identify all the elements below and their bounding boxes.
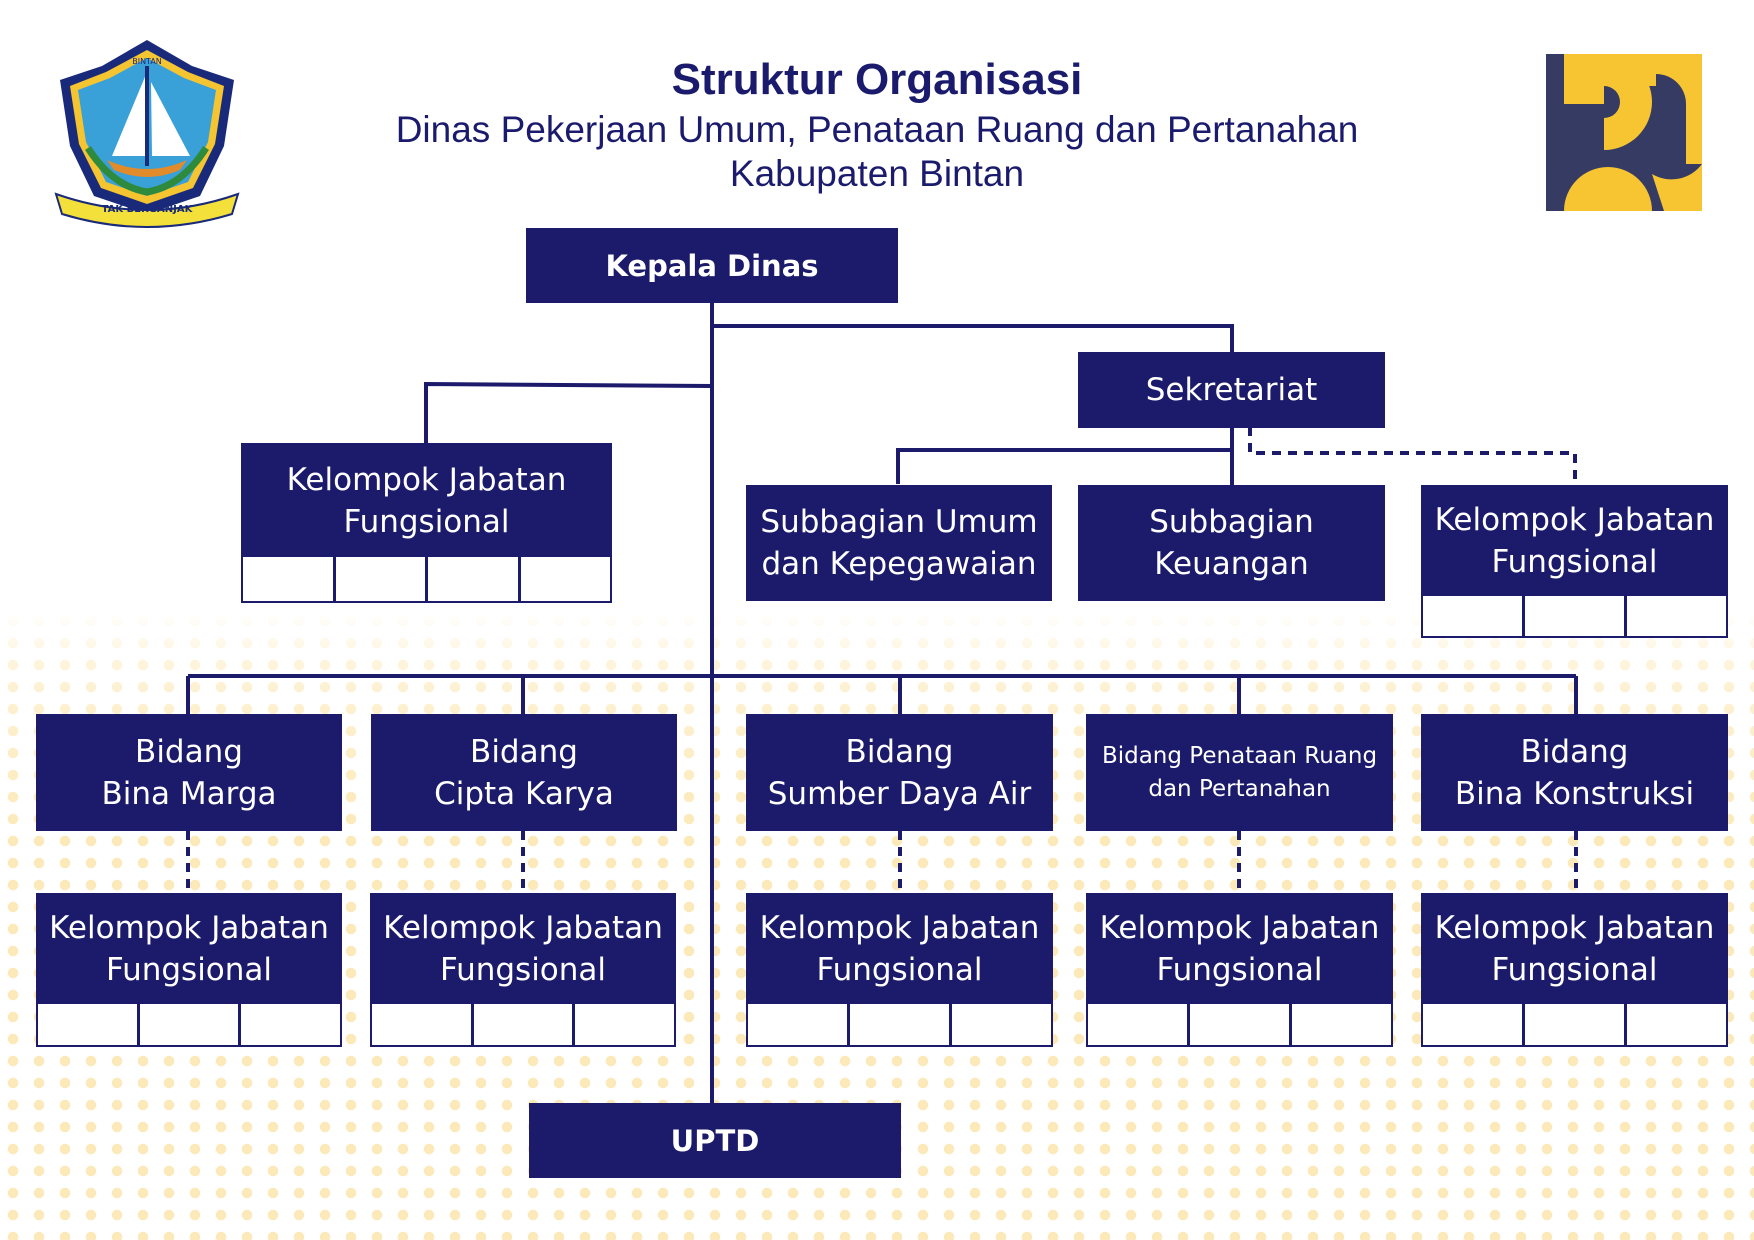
kjf-line1: Kelompok Jabatan [49, 910, 329, 946]
bidang-line1: Bidang [845, 733, 954, 770]
kepala-dinas-label: Kepala Dinas [605, 248, 819, 283]
kjf-line2: Fungsional [1491, 952, 1658, 988]
kjf-sekretariat-line2: Fungsional [1491, 544, 1658, 580]
subbag-keuangan-line2: Keuangan [1154, 546, 1309, 582]
kjf-bidang-slots [746, 1004, 1053, 1047]
kjf-line2: Fungsional [1156, 952, 1323, 988]
bidang-line2: Cipta Karya [434, 775, 614, 812]
kjf-slot [1525, 1004, 1627, 1045]
kjf-slot [1627, 596, 1726, 636]
kjf-slot [575, 1004, 674, 1045]
bidang-line1: Bidang Penataan Ruang [1101, 742, 1378, 769]
bidang-line2: Bina Konstruksi [1454, 775, 1695, 812]
kjf-bidang-slots [1086, 1004, 1393, 1047]
kjf-slot [952, 1004, 1051, 1045]
kjf-slot [850, 1004, 952, 1045]
kjf-bidang-box: Kelompok Jabatan Fungsional [746, 893, 1053, 1005]
kjf-slot [474, 1004, 576, 1045]
kjf-slot [1525, 596, 1627, 636]
kjf-slot [428, 557, 521, 601]
bidang-line1: Bidang [470, 733, 578, 770]
kjf-pusat-line1: Kelompok Jabatan [286, 462, 567, 498]
kjf-bidang-box: Kelompok Jabatan Fungsional [370, 893, 676, 1005]
kjf-line1: Kelompok Jabatan [1099, 910, 1380, 946]
kjf-bidang-slots [36, 1004, 342, 1047]
subbag-umum-line1: Subbagian Umum [760, 504, 1038, 540]
page-header: Struktur Organisasi Dinas Pekerjaan Umum… [0, 52, 1754, 196]
kjf-slot [1088, 1004, 1190, 1045]
kjf-slot [38, 1004, 140, 1045]
bidang-line2: dan Pertanahan [1148, 775, 1331, 802]
subbag-keuangan-line1: Subbagian [1149, 504, 1314, 540]
bidang-line2: Sumber Daya Air [767, 775, 1032, 812]
kjf-bidang-box: Kelompok Jabatan Fungsional [36, 893, 342, 1005]
kjf-sekretariat-slots [1421, 596, 1728, 638]
kjf-slot [1627, 1004, 1726, 1045]
uptd-label: UPTD [670, 1123, 760, 1158]
kjf-slot [140, 1004, 242, 1045]
page-subtitle-line2: Kabupaten Bintan [729, 153, 1025, 194]
pu-logo-icon [1546, 54, 1702, 211]
bidang-cipta-karya-box: Bidang Cipta Karya [371, 714, 677, 831]
kjf-slot [1423, 596, 1525, 636]
emblem-banner-text: BINTAN [132, 57, 162, 66]
page-title: Struktur Organisasi [671, 55, 1083, 104]
kjf-slot [521, 557, 611, 601]
kjf-bidang-slots [1421, 1004, 1728, 1047]
kjf-slot [336, 557, 428, 601]
kjf-pusat-slots [241, 557, 612, 603]
kjf-pusat-line2: Fungsional [343, 504, 510, 540]
kjf-sekretariat-line1: Kelompok Jabatan [1434, 502, 1715, 538]
kjf-slot [372, 1004, 474, 1045]
emblem-ribbon-text: TAK BERGANJAK [102, 204, 194, 215]
kjf-line1: Kelompok Jabatan [1434, 910, 1715, 946]
kjf-bidang-box: Kelompok Jabatan Fungsional [1421, 893, 1728, 1005]
bidang-line1: Bidang [1520, 733, 1629, 770]
kjf-slot [243, 557, 336, 601]
kjf-line2: Fungsional [439, 952, 607, 988]
kjf-line2: Fungsional [816, 952, 983, 988]
subbag-keuangan-box: Subbagian Keuangan [1078, 485, 1385, 601]
kjf-slot [1190, 1004, 1292, 1045]
kjf-pusat-box: Kelompok Jabatan Fungsional [241, 443, 612, 559]
page-subtitle-line1: Dinas Pekerjaan Umum, Penataan Ruang dan… [395, 109, 1359, 150]
kjf-slot [1423, 1004, 1525, 1045]
kjf-slot [241, 1004, 340, 1045]
bidang-bina-konstruksi-box: Bidang Bina Konstruksi [1421, 714, 1728, 831]
kjf-line1: Kelompok Jabatan [759, 910, 1040, 946]
uptd-box: UPTD [529, 1103, 901, 1178]
bidang-line2: Bina Marga [101, 775, 277, 812]
sekretariat-label: Sekretariat [1145, 372, 1318, 408]
kepala-dinas-box: Kepala Dinas [526, 228, 898, 303]
bidang-sumber-daya-air-box: Bidang Sumber Daya Air [746, 714, 1053, 831]
kjf-sekretariat-box: Kelompok Jabatan Fungsional [1421, 485, 1728, 597]
kjf-slot [748, 1004, 850, 1045]
bidang-line1: Bidang [135, 733, 243, 770]
kabupaten-bintan-emblem-icon: BINTAN TAK BERGANJAK [54, 40, 240, 228]
sekretariat-box: Sekretariat [1078, 352, 1385, 428]
kjf-bidang-slots [370, 1004, 676, 1047]
kjf-line1: Kelompok Jabatan [383, 910, 663, 946]
bidang-bina-marga-box: Bidang Bina Marga [36, 714, 342, 831]
kjf-bidang-box: Kelompok Jabatan Fungsional [1086, 893, 1393, 1005]
kjf-line2: Fungsional [105, 952, 273, 988]
subbag-umum-box: Subbagian Umum dan Kepegawaian [746, 485, 1052, 601]
subbag-umum-line2: dan Kepegawaian [761, 546, 1037, 582]
kjf-slot [1292, 1004, 1391, 1045]
bidang-penataan-ruang-box: Bidang Penataan Ruang dan Pertanahan [1086, 714, 1393, 831]
